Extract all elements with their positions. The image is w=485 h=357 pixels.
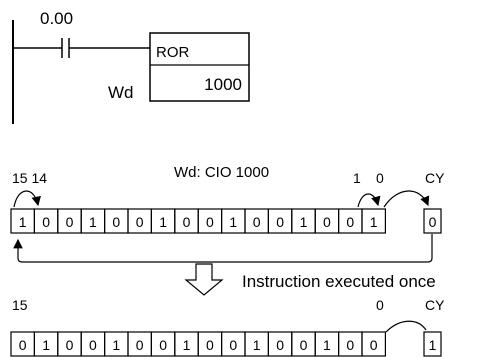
bit-value: 0 — [66, 214, 74, 230]
bit-value: 1 — [42, 337, 50, 353]
bit-value: 0 — [112, 214, 120, 230]
bit-value: 0 — [183, 214, 191, 230]
bit-label-15-14: 15 14 — [12, 170, 47, 186]
bit-value: 0 — [159, 337, 167, 353]
bit-value: 0 — [229, 337, 237, 353]
bit-value: 0 — [19, 337, 27, 353]
instruction-mnemonic: ROR — [156, 44, 190, 61]
bit-value: 1 — [323, 337, 331, 353]
bit-value: 0 — [370, 337, 378, 353]
bit-cell — [361, 208, 386, 234]
arrow-bit15-to-bit14 — [13, 190, 41, 208]
bit-value: 0 — [253, 214, 261, 230]
bit-value: 1 — [183, 337, 191, 353]
carry-value-after: 1 — [429, 337, 437, 353]
bit-value: 0 — [89, 337, 97, 353]
bit-cell — [361, 331, 386, 357]
step-label: Instruction executed once — [242, 272, 436, 291]
bit-label-0: 0 — [376, 170, 384, 186]
bit-value: 0 — [276, 337, 284, 353]
bit-value: 1 — [112, 337, 120, 353]
carry-box-before — [423, 208, 442, 234]
contact-address: 0.00 — [40, 9, 73, 28]
arrow-bit0-to-carry — [383, 190, 430, 208]
carry-value-before: 0 — [429, 214, 437, 230]
register-title: Wd: CIO 1000 — [174, 164, 269, 181]
execution-step: Instruction executed once — [184, 263, 436, 296]
bit-value: 0 — [276, 214, 284, 230]
operand-value: 1000 — [204, 75, 242, 94]
bit-value: 0 — [346, 337, 354, 353]
bit-value: 1 — [229, 214, 237, 230]
bit-value: 1 — [159, 214, 167, 230]
bit-value: 0 — [346, 214, 354, 230]
bit-value: 0 — [206, 214, 214, 230]
bit-label-15: 15 — [12, 297, 28, 313]
bit-value: 1 — [300, 214, 308, 230]
carry-label: CY — [425, 297, 445, 313]
arrow-bit0-to-carry-after — [385, 320, 427, 333]
instruction-box — [149, 32, 250, 102]
bit-value: 1 — [19, 214, 27, 230]
operand-label: Wd — [108, 83, 134, 102]
bit-value: 0 — [136, 337, 144, 353]
bit-value: 0 — [323, 214, 331, 230]
arrow-bit1-to-bit0 — [357, 193, 381, 208]
bit-label-0: 0 — [376, 297, 384, 313]
bit-value: 0 — [66, 337, 74, 353]
arrow-carry-to-bit15 — [13, 234, 433, 263]
ladder-diagram: 0.00 ROR Wd 1000 — [12, 9, 250, 124]
down-arrow-icon — [184, 263, 224, 296]
bit-value: 0 — [300, 337, 308, 353]
bit-value: 1 — [370, 214, 378, 230]
bit-value: 0 — [136, 214, 144, 230]
bit-value: 1 — [253, 337, 261, 353]
bit-value: 0 — [42, 214, 50, 230]
carry-label: CY — [425, 170, 445, 186]
bit-label-1: 1 — [353, 170, 361, 186]
carry-box-after — [423, 331, 442, 357]
bit-value: 1 — [89, 214, 97, 230]
bit-value: 0 — [206, 337, 214, 353]
